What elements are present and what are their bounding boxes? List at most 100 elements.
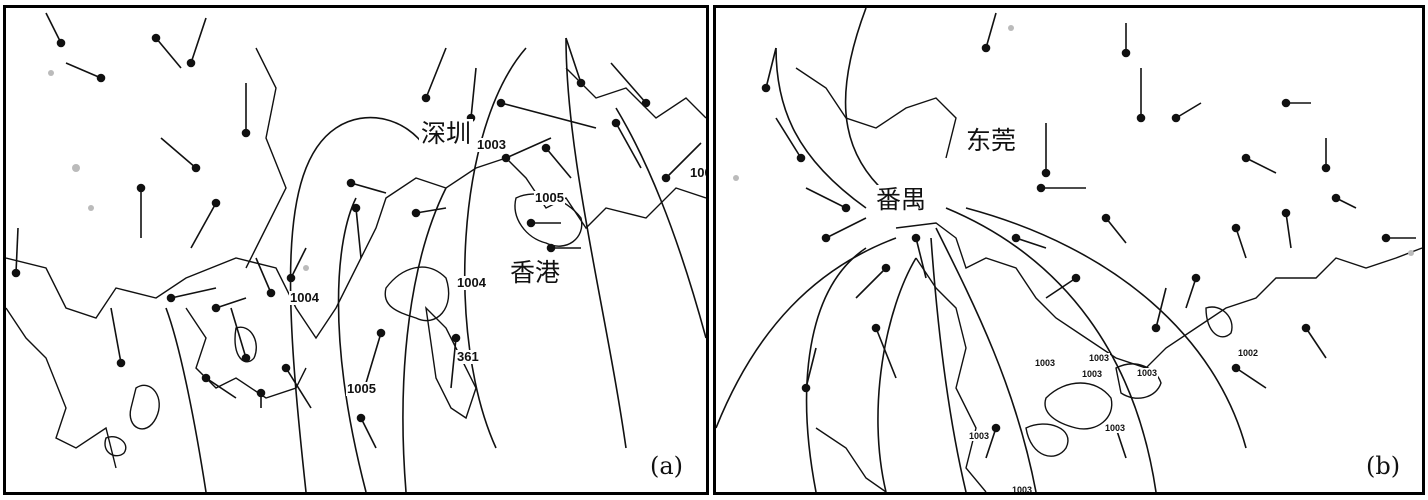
station-dot: [88, 205, 94, 211]
wind-barb: [166, 287, 217, 303]
wind-barb: [256, 388, 266, 408]
wind-barb: [466, 67, 477, 123]
wind-barb: [1321, 138, 1331, 173]
isobar-label: 1003: [1104, 423, 1127, 433]
wind-barb: [136, 183, 146, 238]
coastline: [1205, 306, 1233, 338]
coastline: [185, 307, 307, 399]
station-dot: [733, 175, 739, 181]
wind-barb: [541, 143, 572, 179]
wind-barb: [411, 207, 447, 218]
wind-barb: [821, 217, 867, 243]
coastline: [384, 266, 450, 322]
coastline: [6, 157, 706, 340]
wind-barb: [801, 347, 817, 393]
isobar-label: 1004: [456, 275, 487, 290]
coastline: [1025, 423, 1069, 457]
isobar-line: [877, 257, 917, 492]
station-dot: [1408, 250, 1414, 256]
wind-barb: [1381, 233, 1416, 243]
surface-map-a: [6, 12, 706, 492]
wind-barb: [286, 247, 307, 283]
isobar-line: [844, 8, 887, 194]
isobar-label: 1003: [1034, 358, 1057, 368]
wind-barb: [1185, 273, 1201, 309]
isobar-label: 1003: [1011, 485, 1034, 495]
wind-barb: [160, 137, 201, 173]
wind-barb: [610, 62, 651, 108]
wind-barb: [1101, 213, 1127, 244]
isobar-label: 1006: [689, 166, 706, 180]
coastline: [795, 67, 957, 159]
coastline: [104, 436, 127, 457]
wind-barb: [775, 117, 806, 163]
wind-barb: [855, 263, 891, 299]
station-dot: [72, 164, 80, 172]
coastline: [129, 384, 160, 430]
wind-barb: [661, 142, 702, 183]
wind-barb: [1045, 273, 1081, 299]
wind-barb: [1281, 208, 1292, 249]
isobar-label: 1003: [1088, 353, 1111, 363]
city-label-shenzhen: 深圳: [419, 119, 474, 149]
wind-barb: [255, 257, 276, 298]
city-label-dongguan: 东莞: [964, 126, 1019, 156]
isobar-line: [565, 37, 627, 449]
isobar-line: [775, 47, 867, 209]
wind-barb: [421, 47, 447, 103]
wind-barb: [501, 137, 552, 163]
wind-barb: [985, 423, 1001, 459]
isobar-line: [930, 237, 967, 492]
city-label-hongkong: 香港: [508, 258, 563, 288]
isobar-label: 1003: [1136, 368, 1159, 378]
wind-barb: [365, 328, 386, 384]
isobar-line: [402, 187, 447, 492]
wind-barb: [110, 307, 126, 368]
wind-barb: [450, 333, 461, 389]
wind-barb: [11, 227, 21, 278]
isobar-line: [615, 107, 706, 339]
wind-barb: [565, 37, 586, 88]
wind-barb: [1121, 23, 1131, 58]
isobar-line: [935, 227, 1037, 492]
isobar-label: 1002: [1237, 348, 1260, 358]
coastline: [1115, 363, 1162, 399]
station-dot: [48, 70, 54, 76]
wind-barb: [1011, 233, 1047, 249]
isobar-label: 1003: [968, 431, 991, 441]
wind-barb: [546, 243, 581, 253]
wind-barb: [761, 47, 777, 93]
wind-barb: [1231, 223, 1247, 259]
wind-barb: [871, 323, 897, 379]
wind-barb: [1301, 323, 1327, 359]
coastline: [895, 222, 1422, 369]
wind-barb: [1281, 98, 1311, 108]
city-label-panyu: 番禺: [874, 185, 929, 215]
station-dot: [1008, 25, 1014, 31]
wind-barb: [190, 198, 221, 249]
isobar-line: [805, 247, 867, 492]
wind-barb: [351, 203, 362, 259]
isobar-line: [463, 47, 527, 449]
wind-barb: [1151, 287, 1167, 333]
isobar-label: 1003: [1081, 369, 1104, 379]
coastline: [6, 307, 117, 469]
isobar-line: [165, 307, 207, 492]
wind-barb: [211, 297, 247, 313]
wind-barb: [496, 98, 597, 129]
wind-barb: [805, 187, 851, 213]
panel-label-a: (a): [650, 452, 684, 480]
wind-barb: [981, 12, 997, 53]
wind-barb: [1036, 183, 1086, 193]
wind-barb: [186, 17, 207, 68]
wind-barb: [526, 218, 561, 228]
wind-barb: [1241, 153, 1277, 174]
isobar-line: [945, 207, 1157, 492]
map-panel-b: 东莞 番禺 1002 1003 1003 1003 1003 1003 1003…: [713, 5, 1425, 495]
isobar-label: 1005: [534, 190, 565, 205]
wind-barb: [1136, 68, 1146, 123]
coastline: [565, 67, 706, 119]
wind-barb: [230, 307, 251, 363]
wind-barb: [611, 118, 642, 169]
wind-barb: [346, 178, 387, 194]
